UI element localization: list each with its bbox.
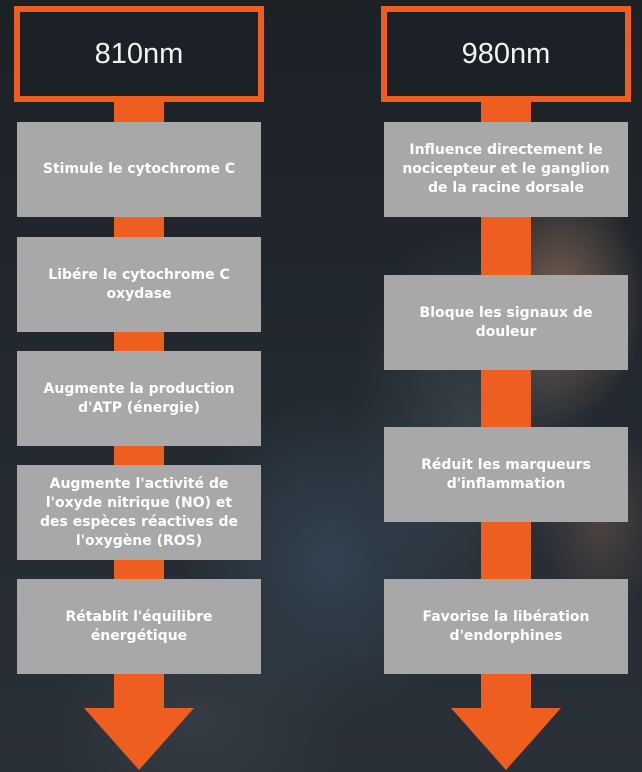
step-box: Influence directement le nocicepteur et … xyxy=(384,122,628,217)
step-box: Augmente l'activité de l'oxyde nitrique … xyxy=(17,465,261,560)
arrow-down-icon xyxy=(84,708,194,770)
step-box: Bloque les signaux de douleur xyxy=(384,275,628,370)
step-box: Rétablit l'équilibre énergétique xyxy=(17,579,261,674)
arrow-down-icon xyxy=(451,708,561,770)
step-box: Stimule le cytochrome C xyxy=(17,122,261,217)
step-box: Favorise la libération d'endorphines xyxy=(384,579,628,674)
step-box: Réduit les marqueurs d'inflammation xyxy=(384,427,628,522)
wavelength-header: 980nm xyxy=(381,6,631,102)
step-box: Augmente la production d'ATP (énergie) xyxy=(17,351,261,446)
column-810nm: 810nm Stimule le cytochrome C Libére le … xyxy=(14,0,264,772)
column-980nm: 980nm Influence directement le nocicepte… xyxy=(381,0,631,772)
wavelength-header: 810nm xyxy=(14,6,264,102)
step-box: Libére le cytochrome C oxydase xyxy=(17,237,261,332)
